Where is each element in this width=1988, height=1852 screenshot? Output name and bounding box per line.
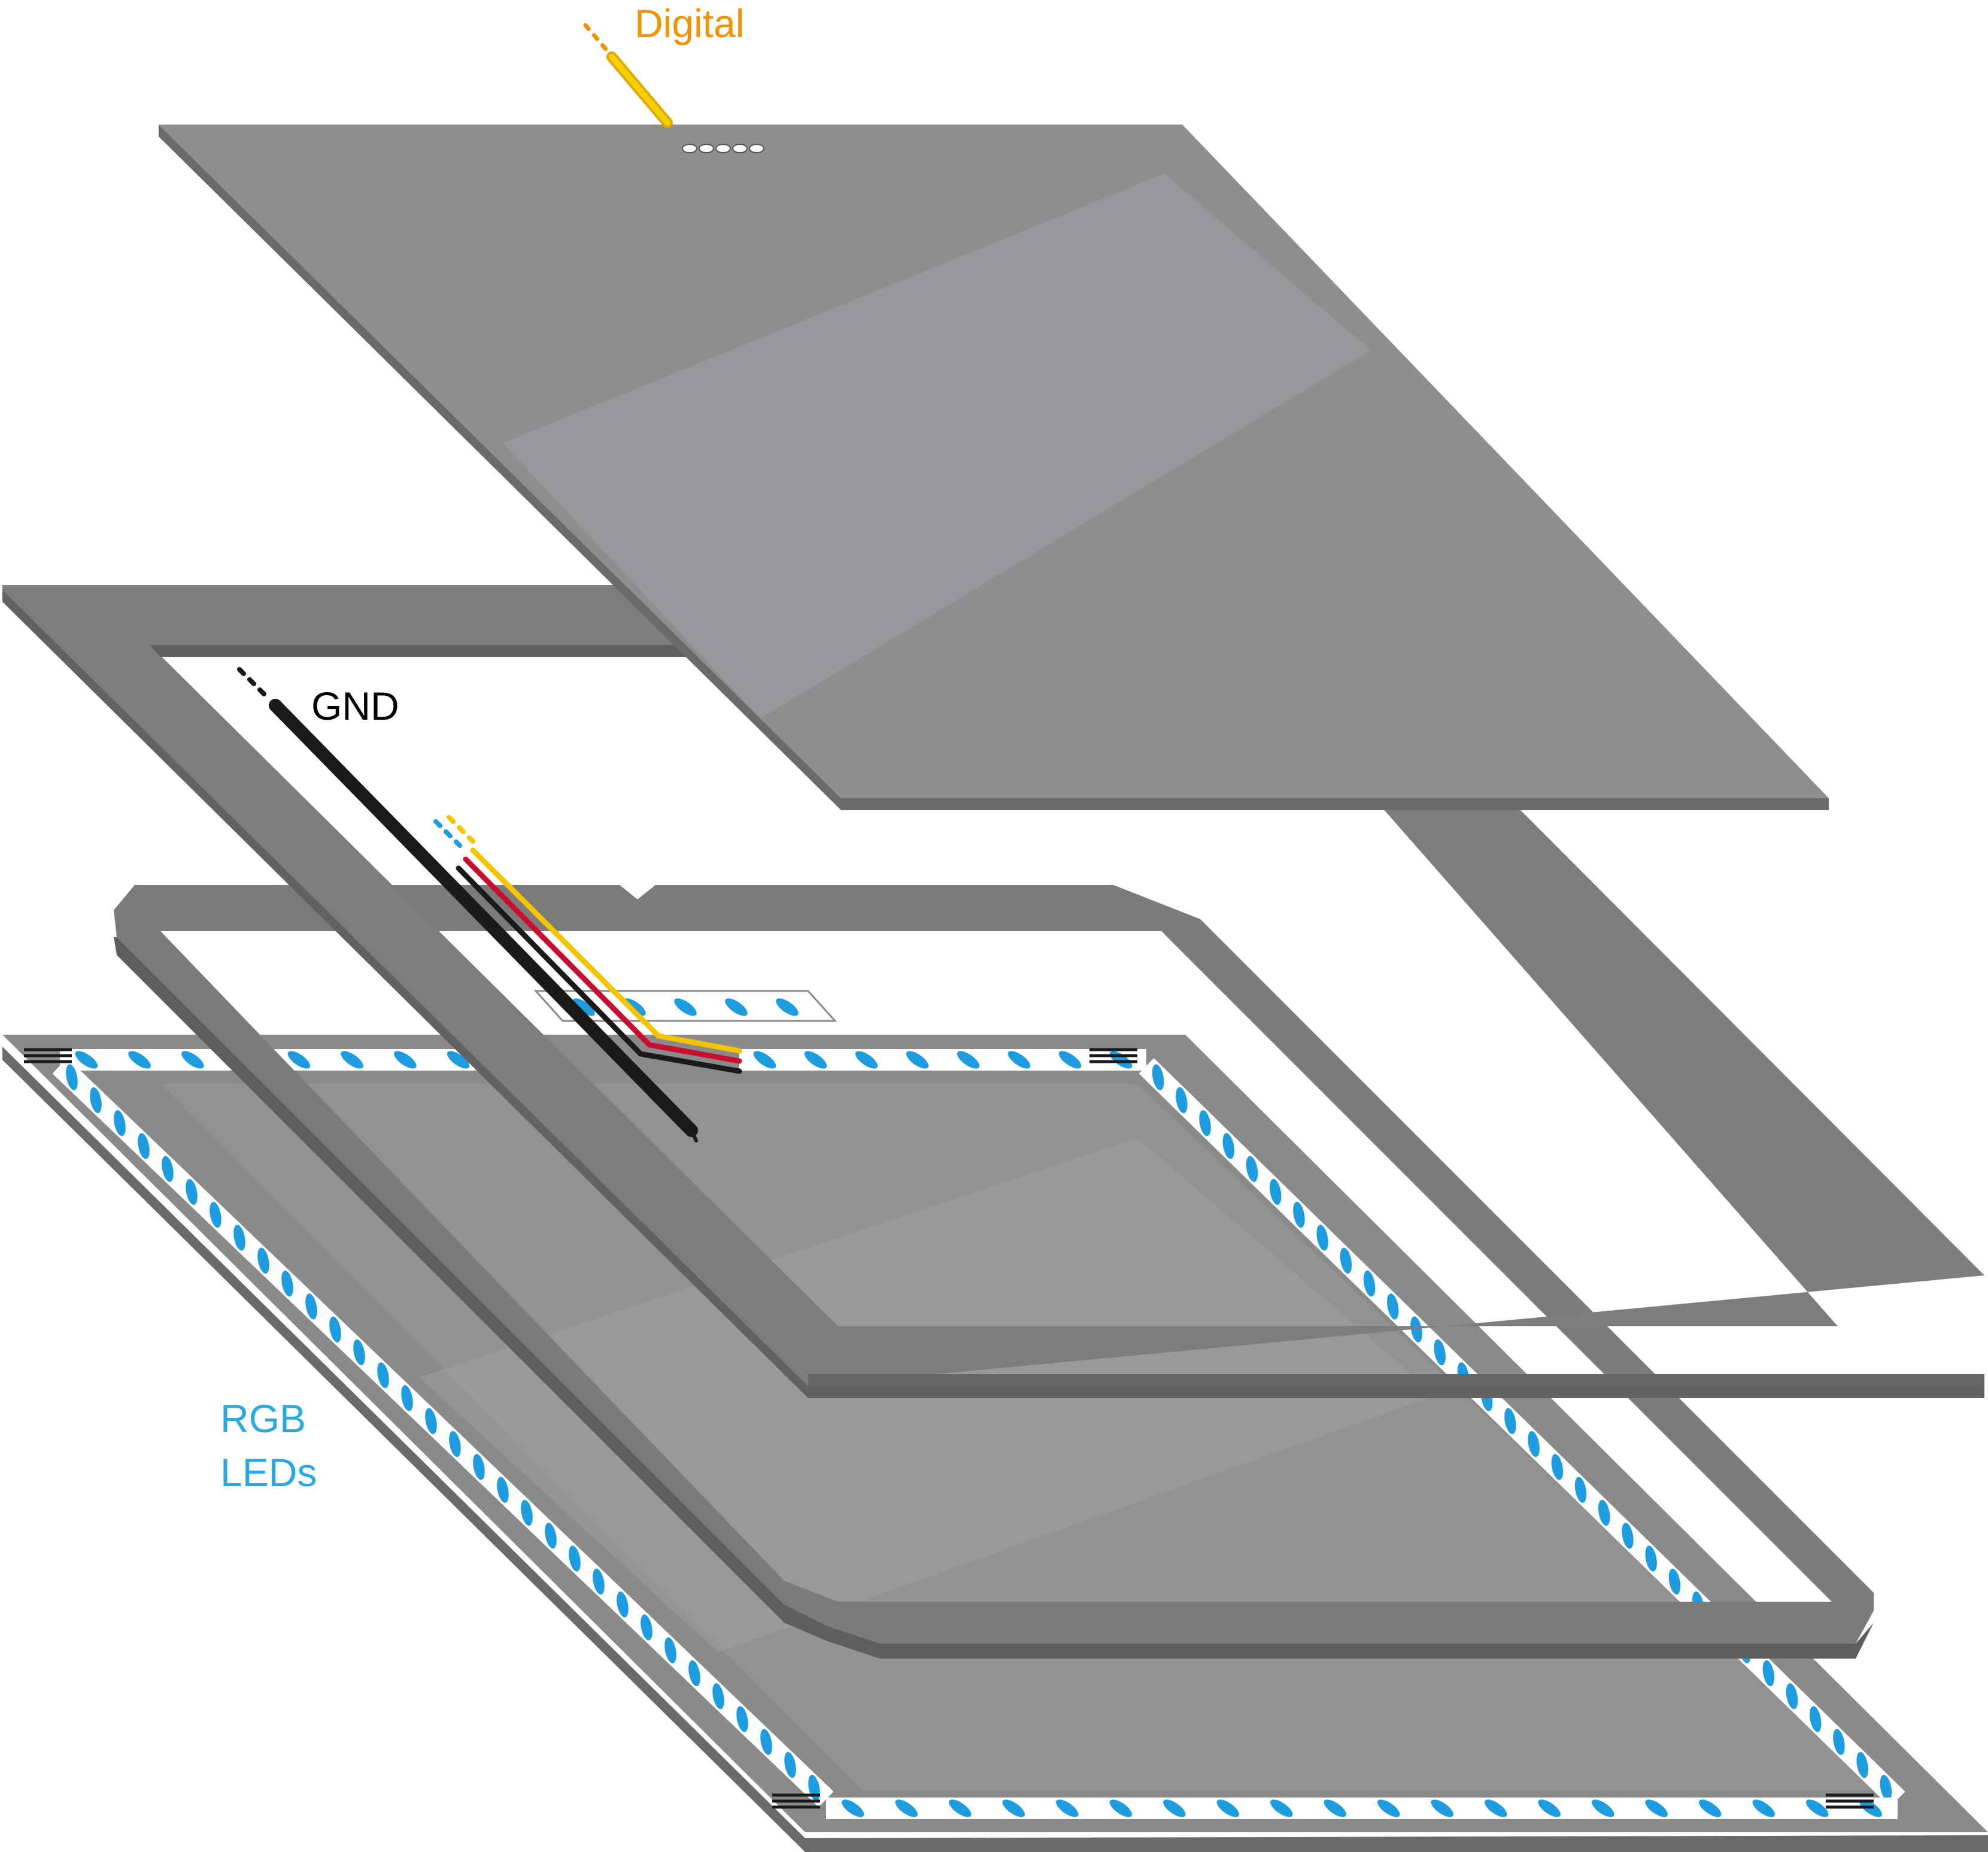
digital-label: Digital bbox=[635, 1, 744, 46]
rgb-label: RGB bbox=[220, 1396, 306, 1441]
leds-label: LEDs bbox=[220, 1450, 317, 1495]
connector-holes bbox=[682, 144, 764, 153]
digital-cable-core bbox=[612, 57, 667, 123]
top-panel bbox=[159, 125, 1829, 810]
connector-hole bbox=[699, 144, 714, 153]
yellow-dotted-lead bbox=[449, 817, 473, 841]
connector-hole bbox=[682, 144, 697, 153]
digital-dotted-lead bbox=[585, 25, 606, 49]
connector-hole bbox=[749, 144, 764, 153]
gnd-dotted-lead bbox=[239, 669, 269, 699]
gnd-label: GND bbox=[311, 684, 399, 728]
connector-hole bbox=[733, 144, 747, 153]
connector-hole bbox=[716, 144, 730, 153]
blue-dotted-lead bbox=[436, 822, 460, 845]
upper-frame-front-face bbox=[808, 1374, 1984, 1387]
